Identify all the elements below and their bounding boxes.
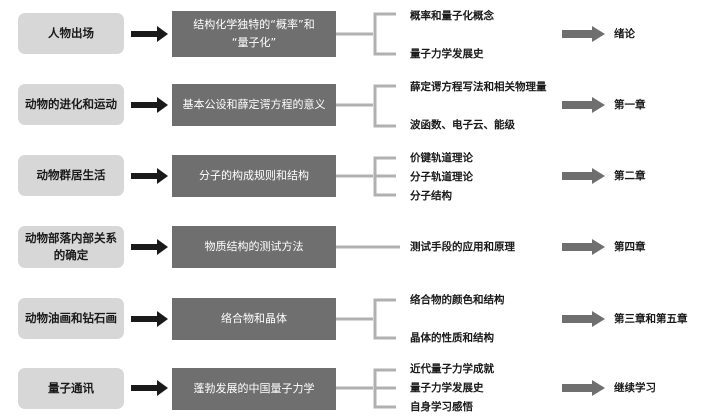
bracket bbox=[373, 84, 396, 128]
concept-box-molecular: 分子的构成规则和结构 bbox=[172, 155, 336, 197]
concept-box-complexes: 络合物和晶体 bbox=[172, 298, 336, 340]
topic-label-line1: 动物部落内部关系 bbox=[25, 231, 117, 245]
topic-label: 人物出场 bbox=[48, 26, 94, 40]
concept-box-postulates: 基本公设和薛定谔方程的意义 bbox=[172, 84, 336, 126]
detail-item: 近代量子力学成就 bbox=[410, 363, 494, 375]
topic-label: 动物的进化和运动 bbox=[25, 97, 117, 111]
topic-box-tribe: 动物部落内部关系 的确定 bbox=[18, 226, 124, 268]
chapter-label: 继续学习 bbox=[614, 382, 656, 394]
detail-item: 量子力学发展史 bbox=[410, 48, 484, 60]
topic-label: 量子通讯 bbox=[48, 381, 94, 395]
row-connectors-3 bbox=[131, 239, 605, 255]
concept-box-testing: 物质结构的测试方法 bbox=[172, 226, 336, 268]
gray-arrow bbox=[562, 239, 605, 255]
black-arrow bbox=[131, 26, 168, 42]
row-connectors-4 bbox=[131, 298, 605, 340]
gray-arrow bbox=[562, 311, 605, 327]
detail-item: 波函数、电子云、能级 bbox=[410, 119, 515, 131]
detail-item: 分子轨道理论 bbox=[410, 171, 473, 183]
detail-item: 测试手段的应用和原理 bbox=[410, 241, 515, 253]
gray-arrow bbox=[562, 168, 605, 184]
detail-item: 络合物的颜色和结构 bbox=[410, 294, 505, 306]
detail-item: 自身学习感悟 bbox=[410, 401, 473, 413]
row-connectors-1 bbox=[131, 84, 605, 128]
topic-box-evolution: 动物的进化和运动 bbox=[18, 84, 124, 125]
concept-label: 基本公设和薛定谔方程的意义 bbox=[182, 98, 326, 111]
concept-label-line1: 结构化学独特的“概率”和 bbox=[193, 18, 315, 31]
detail-item: 量子力学发展史 bbox=[410, 382, 484, 394]
concept-label: 络合物和晶体 bbox=[221, 312, 287, 325]
chapter-label: 第二章 bbox=[614, 170, 646, 182]
topic-box-quantum-comm: 量子通讯 bbox=[18, 368, 124, 409]
chapter-label: 绪论 bbox=[614, 28, 635, 40]
detail-item: 分子结构 bbox=[410, 190, 452, 202]
chapter-label: 第一章 bbox=[614, 99, 646, 111]
bracket bbox=[373, 12, 396, 56]
concept-label-line2: “量子化” bbox=[231, 36, 277, 49]
detail-item: 薛定谔方程写法和相关物理量 bbox=[410, 81, 547, 93]
topic-box-group-life: 动物群居生活 bbox=[18, 155, 124, 196]
black-arrow bbox=[131, 311, 168, 327]
detail-item: 价键轨道理论 bbox=[410, 152, 473, 164]
row-connectors-0 bbox=[131, 12, 605, 56]
concept-label: 物质结构的测试方法 bbox=[204, 240, 304, 253]
gray-arrow bbox=[562, 97, 605, 113]
topic-box-painting: 动物油画和钻石画 bbox=[18, 298, 124, 339]
detail-item: 晶体的性质和结构 bbox=[410, 332, 494, 344]
topic-label-line2: 的确定 bbox=[53, 248, 89, 262]
gray-arrow bbox=[562, 380, 605, 396]
black-arrow bbox=[131, 380, 168, 396]
detail-item: 概率和量子化概念 bbox=[410, 10, 494, 22]
chapter-label: 第四章 bbox=[614, 241, 646, 253]
concept-label: 分子的构成规则和结构 bbox=[199, 169, 309, 182]
topic-box-intro: 人物出场 bbox=[18, 13, 124, 54]
concept-label: 蓬勃发展的中国量子力学 bbox=[193, 382, 315, 395]
black-arrow bbox=[131, 97, 168, 113]
topic-label: 动物油画和钻石画 bbox=[25, 311, 117, 325]
black-arrow bbox=[131, 168, 168, 184]
row-connectors-2 bbox=[131, 156, 605, 197]
row-connectors-5 bbox=[131, 368, 605, 409]
concept-box-china-quantum: 蓬勃发展的中国量子力学 bbox=[172, 368, 336, 410]
black-arrow bbox=[131, 239, 168, 255]
concept-box-intro: 结构化学独特的“概率”和 “量子化” bbox=[172, 11, 336, 57]
chapter-label: 第三章和第五章 bbox=[614, 313, 688, 325]
bracket bbox=[373, 298, 396, 340]
topic-label: 动物群居生活 bbox=[36, 168, 106, 182]
gray-arrow bbox=[562, 26, 605, 42]
